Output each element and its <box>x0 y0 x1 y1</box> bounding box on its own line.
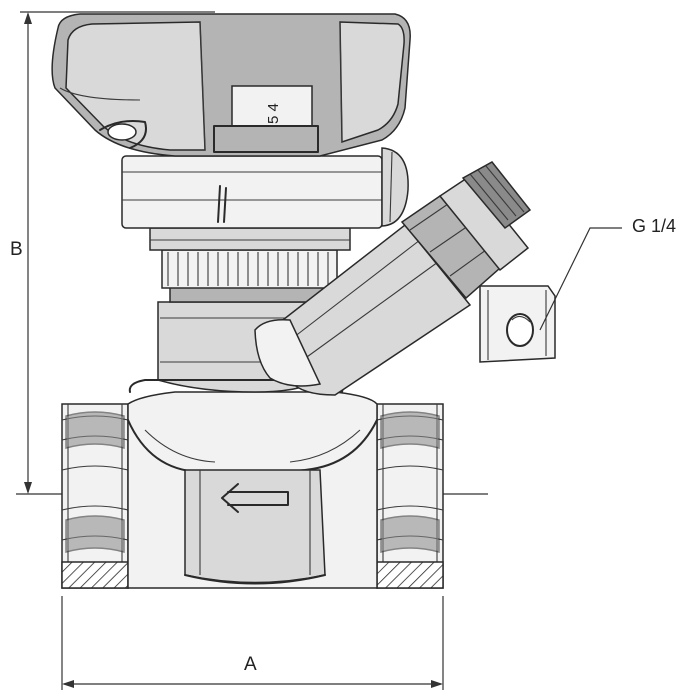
flow-direction-arrow-icon <box>221 483 289 513</box>
dimension-b: B <box>10 11 215 494</box>
dim-b-arrow-top <box>24 12 32 24</box>
handwheel-cap: 5 4 <box>51 13 411 157</box>
dim-a-label: A <box>244 654 257 675</box>
scale-digits: 5 4 <box>265 103 282 124</box>
dim-a-arrow-right <box>431 680 443 688</box>
dim-a-arrow-left <box>62 680 74 688</box>
dim-b-arrow-bottom <box>24 482 32 494</box>
body-center <box>127 391 378 589</box>
left-section-hatch <box>61 561 129 589</box>
port-thread-label: G 1/4 <box>632 216 676 236</box>
right-section-hatch <box>376 561 444 589</box>
port-opening <box>506 313 534 347</box>
measuring-port-arm <box>254 161 556 396</box>
port-callout: G 1/4 <box>539 216 676 331</box>
body-left-end <box>61 403 129 589</box>
dim-b-label: B <box>10 239 23 260</box>
lock-ring <box>149 227 351 289</box>
scale-window <box>231 85 313 127</box>
handwheel-collar <box>121 147 409 229</box>
dimension-a: A <box>61 596 444 690</box>
body-right-end <box>376 403 444 589</box>
